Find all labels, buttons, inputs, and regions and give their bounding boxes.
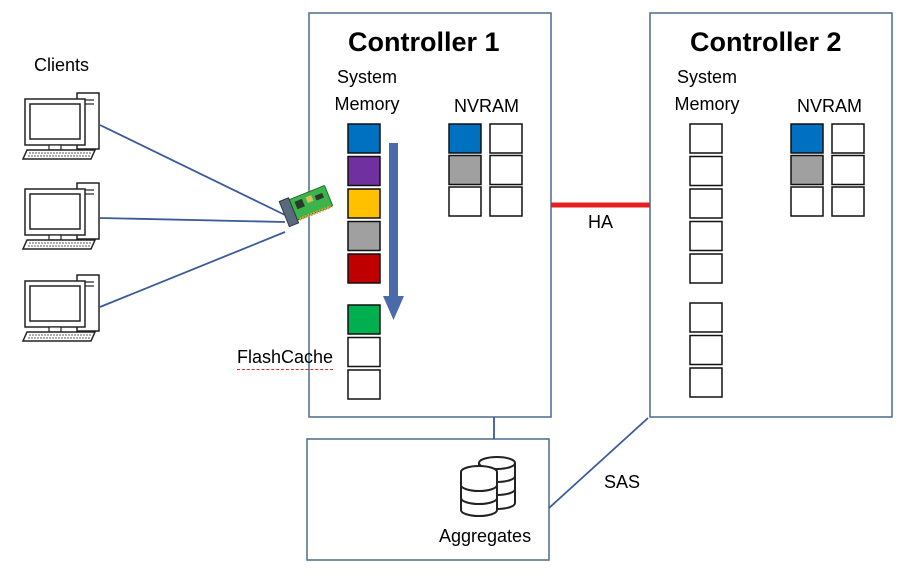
controller-2-system-memory-label: System Memory	[674, 67, 740, 114]
c1-flashcache-block-2	[347, 336, 381, 368]
c2-memory-block-4	[689, 220, 723, 252]
c2-nvram-block-3	[790, 154, 824, 186]
computer-icon	[21, 274, 100, 342]
c1-nvram-block-2	[489, 123, 523, 154]
computer-icon	[21, 182, 100, 250]
controller-2-memory-blocks	[689, 123, 723, 284]
c2-lower-block-3	[689, 367, 723, 398]
aggregates-label: Aggregates	[439, 526, 532, 546]
controller-2-lower-memory-blocks	[689, 302, 723, 398]
c1-nvram-block-6	[489, 186, 523, 217]
c1-memory-block-5	[347, 253, 381, 284]
computer-icon	[21, 92, 100, 160]
c1-memory-block-1	[347, 123, 381, 154]
c2-nvram-block-5	[790, 186, 824, 217]
c1-nvram-block-5	[448, 186, 482, 217]
c1-nvram-block-4	[489, 154, 523, 186]
c1-memory-block-3	[347, 188, 381, 219]
controller-1-title: Controller 1	[348, 27, 500, 57]
c1-nvram-block-3	[448, 154, 482, 186]
c2-lower-block-2	[689, 334, 723, 366]
c2-memory-block-5	[689, 253, 723, 284]
sas-link	[548, 417, 649, 509]
c2-nvram-block-4	[831, 154, 865, 186]
database-icon	[460, 456, 516, 517]
c1-nvram-block-1	[448, 123, 482, 154]
network-card-icon	[278, 185, 333, 228]
controller-2-nvram-blocks	[790, 123, 865, 217]
ha-label: HA	[588, 212, 614, 232]
c2-lower-block-1	[689, 302, 723, 333]
controller-2-title: Controller 2	[690, 27, 842, 57]
controller-1-nvram-blocks	[448, 123, 523, 217]
controller-1-flashcache-blocks	[347, 304, 381, 400]
c1-flashcache-block-3	[347, 369, 381, 400]
client-3-link	[99, 231, 286, 308]
data-flow-arrow	[383, 143, 404, 320]
flashcache-label: FlashCache	[237, 347, 334, 370]
c1-memory-block-4	[347, 220, 381, 252]
controller-1-nvram-label: NVRAM	[454, 96, 520, 116]
c2-nvram-block-1	[790, 123, 824, 154]
c2-memory-block-1	[689, 123, 723, 154]
controller-1-memory-blocks	[347, 123, 381, 284]
c1-flashcache-block-1	[347, 304, 381, 335]
client-1-link	[99, 124, 286, 216]
c2-nvram-block-2	[831, 123, 865, 154]
c1-memory-block-2	[347, 155, 381, 187]
c2-nvram-block-6	[831, 186, 865, 217]
c2-memory-block-3	[689, 188, 723, 219]
c2-memory-block-2	[689, 155, 723, 187]
client-computers	[21, 92, 100, 342]
controller-2-nvram-label: NVRAM	[797, 96, 863, 116]
controller-1-system-memory-label: System Memory	[334, 67, 400, 114]
sas-label: SAS	[604, 472, 641, 492]
client-2-link	[99, 217, 286, 223]
clients-label: Clients	[34, 55, 90, 75]
